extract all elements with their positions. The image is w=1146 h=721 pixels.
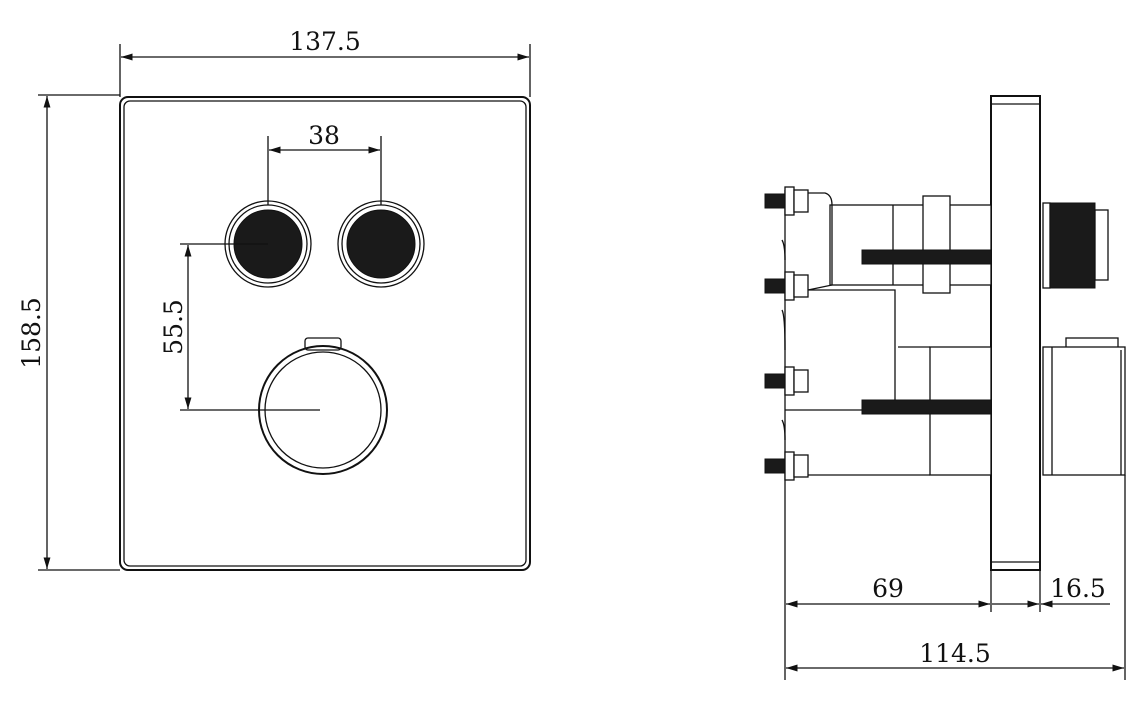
front-projection-label: 16.5: [1050, 574, 1106, 603]
height-label: 158.5: [17, 297, 46, 369]
knurled-button-side: [1042, 202, 1109, 289]
dimension-button-spacing: 38: [267, 121, 382, 205]
push-button-right: [337, 200, 425, 288]
dimension-front-projection: 16.5: [992, 574, 1110, 608]
cover-plate: [119, 96, 531, 571]
button-to-dial-label: 55.5: [159, 299, 188, 355]
total-depth-label: 114.5: [919, 639, 991, 668]
dimension-body-depth: 69: [786, 574, 990, 608]
dial-side: [1042, 337, 1126, 476]
plate-side: [990, 95, 1041, 571]
dimension-button-to-dial: 55.5: [159, 243, 320, 411]
dimension-height: 158.5: [17, 94, 120, 571]
threaded-rod-lower: [861, 399, 992, 415]
mounting-bolts: [764, 186, 809, 481]
valve-body: [781, 190, 992, 680]
front-view: 137.5 38 158.5 55.5: [17, 27, 531, 571]
body-depth-label: 69: [872, 574, 904, 603]
button-spacing-label: 38: [308, 121, 340, 150]
dimension-width: 137.5: [119, 27, 531, 97]
thermostatic-dial: [258, 337, 388, 475]
threaded-rod-upper: [861, 249, 992, 265]
width-label: 137.5: [289, 27, 361, 56]
dimension-total-depth: 114.5: [786, 639, 1124, 672]
side-view: 69 16.5 114.5: [764, 95, 1126, 680]
